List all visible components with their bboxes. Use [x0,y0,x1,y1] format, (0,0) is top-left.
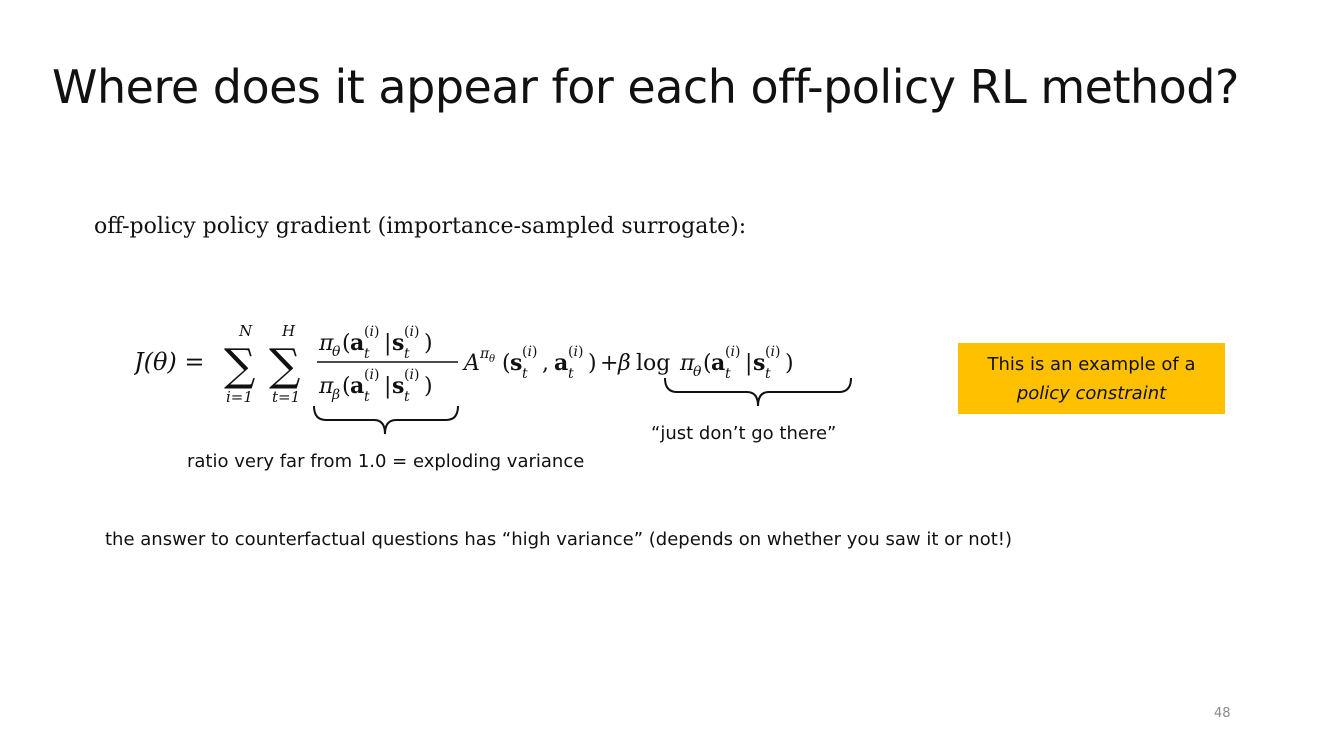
svg-text:): ) [588,351,597,376]
svg-text:t: t [404,346,410,362]
svg-text:(i): (i) [364,324,379,340]
svg-text:s: s [392,330,404,356]
sum2-symbol: ∑ [269,340,300,391]
svg-text:π: π [318,374,334,399]
constraint-underbrace [664,377,852,407]
svg-text:t: t [725,366,731,382]
sum2-lower-limit: t=1 [272,388,300,406]
constraint-annotation: “just don’t go there” [651,423,837,444]
svg-text:s: s [392,373,404,399]
callout-line-2: policy constraint [1016,382,1167,404]
svg-text:π: π [318,331,334,356]
svg-text:t: t [364,346,370,362]
svg-text:(: ( [342,374,351,399]
svg-text:+: + [600,351,618,376]
policy-constraint-callout: This is an example of a policy constrain… [958,343,1225,414]
svg-text:β: β [331,387,340,403]
svg-text:a: a [350,373,364,399]
ratio-numerator: π θ ( a (i) t | s (i) t ) [318,324,433,362]
svg-text:(i): (i) [404,324,419,340]
svg-text:|: | [384,331,391,356]
advantage-term: A π θ ( s (i) t , a (i) t ) [462,344,597,382]
svg-text:(: ( [703,351,712,376]
objective-equation: J(θ) = N ∑ i=1 H ∑ t=1 π θ ( a (i) t | s… [134,318,874,418]
svg-text:(i): (i) [765,344,780,360]
svg-text:log: log [636,351,670,376]
svg-text:s: s [753,350,765,376]
sum1-symbol: ∑ [224,340,255,391]
svg-text:(i): (i) [364,367,379,383]
constraint-term: + β log π θ ( a (i) t | s (i) t ) [600,344,794,382]
ratio-denominator: π β ( a (i) t | s (i) t ) [318,367,433,405]
ratio-underbrace [313,405,459,435]
svg-text:): ) [424,331,433,356]
svg-text:θ: θ [489,354,495,365]
svg-text:a: a [350,330,364,356]
variance-note: the answer to counterfactual questions h… [105,529,1013,550]
sum2-upper-limit: H [281,322,296,340]
svg-text:(i): (i) [568,344,583,360]
svg-text:a: a [711,350,725,376]
svg-text:A: A [462,351,480,376]
svg-text:θ: θ [332,344,341,360]
svg-text:θ: θ [693,364,702,380]
svg-text:): ) [785,351,794,376]
svg-text:s: s [510,350,522,376]
callout-line-1: This is an example of a [987,353,1196,375]
sum1-lower-limit: i=1 [226,388,253,406]
equation-subtitle: off-policy policy gradient (importance-s… [94,214,747,239]
svg-text:π: π [479,346,490,362]
sum1-upper-limit: N [238,322,253,340]
ratio-annotation: ratio very far from 1.0 = exploding vari… [187,451,585,472]
svg-text:t: t [364,389,370,405]
equation-lhs: J(θ) = [134,348,205,376]
svg-text:a: a [554,350,568,376]
page-number: 48 [1214,706,1231,721]
svg-text:t: t [404,389,410,405]
svg-text:(: ( [342,331,351,356]
svg-text:(: ( [502,351,511,376]
svg-text:t: t [765,366,771,382]
svg-text:π: π [679,351,695,376]
svg-text:(i): (i) [725,344,740,360]
slide-title: Where does it appear for each off-policy… [52,60,1239,114]
svg-text:t: t [568,366,574,382]
svg-text:): ) [424,374,433,399]
svg-text:,: , [542,351,549,376]
svg-text:|: | [384,374,391,399]
svg-text:|: | [745,351,752,376]
svg-text:(i): (i) [404,367,419,383]
equation-svg: J(θ) = N ∑ i=1 H ∑ t=1 π θ ( a (i) t | s… [134,322,794,406]
svg-text:t: t [522,366,528,382]
svg-text:(i): (i) [522,344,537,360]
svg-text:β: β [617,351,631,376]
